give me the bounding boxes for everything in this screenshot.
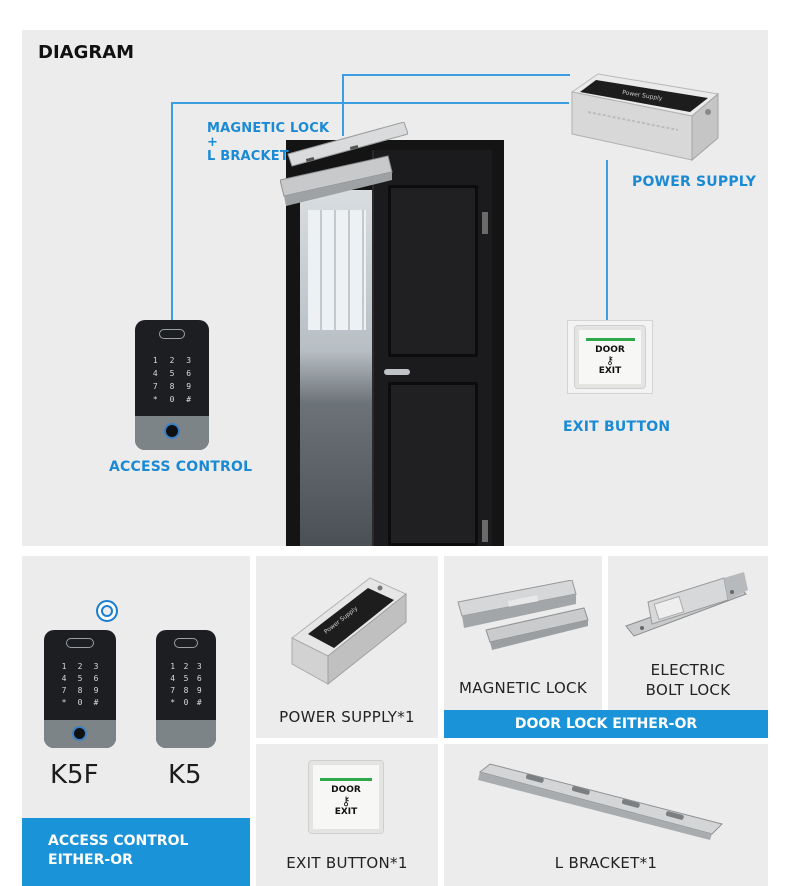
caption-magnetic-lock: MAGNETIC LOCK bbox=[459, 679, 587, 697]
label-magnetic-lock-line1: MAGNETIC LOCK bbox=[207, 121, 330, 136]
fingerprint-sensor bbox=[72, 726, 87, 741]
door-panel-top bbox=[388, 185, 478, 357]
power-supply-image: Power Supply bbox=[570, 73, 720, 162]
door-panel-bottom bbox=[388, 382, 478, 546]
fingerprint-icon bbox=[96, 600, 118, 622]
office-interior-view bbox=[300, 190, 378, 546]
caption-electric-bolt-line1: ELECTRIC bbox=[650, 661, 726, 679]
diagram-title: DIAGRAM bbox=[38, 42, 135, 63]
wire-exit-vertical bbox=[606, 160, 608, 320]
exit-text-door: DOOR bbox=[595, 345, 625, 355]
exit-text-door: DOOR bbox=[331, 784, 361, 795]
label-access-control: ACCESS CONTROL bbox=[109, 459, 253, 475]
exit-button-image: DOOR ⚷ EXIT bbox=[567, 320, 653, 394]
wire-keypad-vertical bbox=[171, 102, 173, 320]
label-exit-button: EXIT BUTTON bbox=[563, 419, 671, 435]
caption-electric-bolt-lock: ELECTRIC BOLT LOCK bbox=[608, 660, 768, 700]
wire-lock-vertical bbox=[342, 74, 344, 136]
label-power-supply: POWER SUPPLY bbox=[632, 174, 757, 190]
power-supply-product-image: Power Supply bbox=[291, 577, 407, 686]
banner-line1: ACCESS CONTROL bbox=[48, 833, 189, 849]
door-hinge bbox=[482, 520, 488, 542]
l-bracket-product-image bbox=[478, 763, 723, 840]
fingerprint-sensor bbox=[164, 423, 180, 439]
door-handle bbox=[384, 369, 410, 375]
door-lock-either-or-banner: DOOR LOCK EITHER-OR bbox=[444, 710, 768, 738]
electric-bolt-product-image bbox=[625, 572, 748, 637]
exit-text-exit: EXIT bbox=[598, 366, 622, 376]
label-magnetic-lock: MAGNETIC LOCK + L BRACKET bbox=[207, 122, 329, 164]
label-magnetic-lock-line2: + bbox=[207, 135, 219, 150]
magnetic-lock-image bbox=[280, 122, 408, 206]
caption-electric-bolt-line2: BOLT LOCK bbox=[645, 681, 731, 699]
label-magnetic-lock-line3: L BRACKET bbox=[207, 149, 289, 164]
exit-button-product-image: DOOR ⚷ EXIT bbox=[308, 760, 384, 834]
access-control-either-or-banner: ACCESS CONTROL EITHER-OR bbox=[22, 818, 250, 886]
key-icon: ⚷ bbox=[341, 793, 351, 808]
door-hinge bbox=[482, 212, 488, 234]
magnetic-lock-product-image bbox=[457, 580, 589, 650]
model-k5f: K5F bbox=[50, 760, 99, 790]
caption-l-bracket: L BRACKET*1 bbox=[554, 854, 658, 872]
banner-line2: EITHER-OR bbox=[48, 852, 133, 868]
wire-keypad-horizontal bbox=[171, 102, 569, 104]
caption-exit-button: EXIT BUTTON*1 bbox=[286, 854, 408, 872]
wire-lock-horizontal bbox=[342, 74, 570, 76]
exit-text-exit: EXIT bbox=[334, 806, 358, 817]
key-icon: ⚷ bbox=[605, 354, 615, 367]
caption-power-supply: POWER SUPPLY*1 bbox=[279, 708, 415, 726]
model-k5: K5 bbox=[168, 760, 202, 790]
